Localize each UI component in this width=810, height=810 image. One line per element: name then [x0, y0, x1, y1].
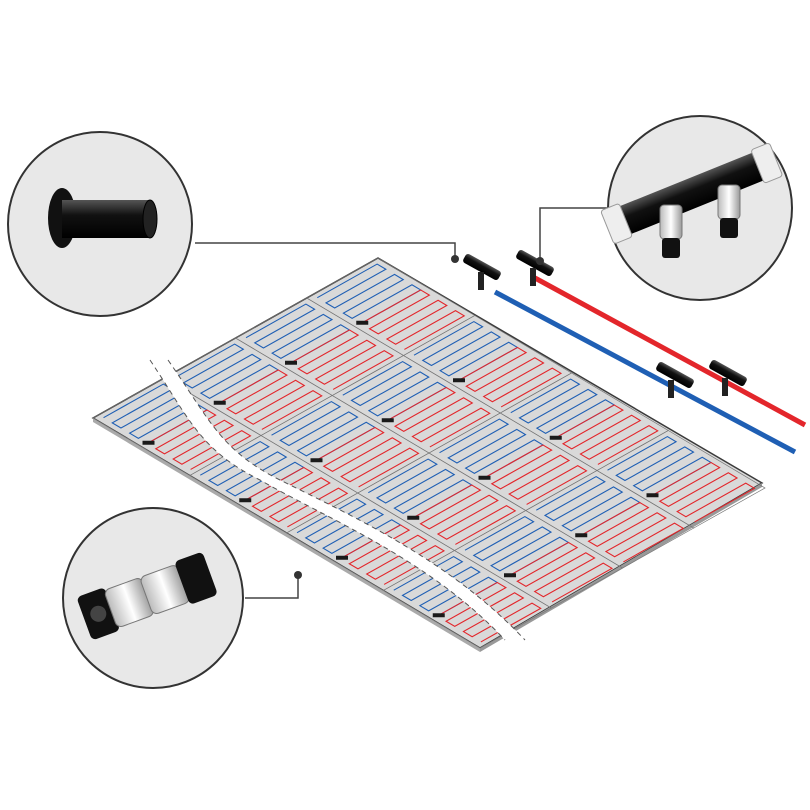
- section-cut-band: [150, 360, 525, 640]
- leader-manifold: [539, 207, 609, 260]
- pipe-coupling: [504, 573, 516, 578]
- tee-fitting: [709, 360, 747, 396]
- supply-loop: [314, 426, 420, 488]
- leader-dot: [536, 257, 544, 265]
- leader-dot: [294, 571, 302, 579]
- coupling-icon: [77, 552, 217, 640]
- supply-loop: [386, 386, 491, 448]
- leader-end-cap: [195, 242, 456, 258]
- manifold-icon: [600, 142, 783, 258]
- floor-slab-edge: [93, 418, 480, 652]
- pipe-coupling: [213, 400, 226, 405]
- supply-loop: [482, 444, 588, 505]
- floor-panel: [596, 430, 766, 529]
- supply-loop: [360, 289, 466, 350]
- pipe-coupling: [432, 613, 445, 618]
- return-loop: [368, 458, 473, 520]
- pipe-coupling: [453, 378, 465, 383]
- pipe-coupling: [285, 360, 297, 365]
- manifold-tees: [463, 250, 747, 398]
- supply-loop: [457, 346, 563, 408]
- return-loop: [342, 360, 448, 422]
- pipe-coupling: [381, 418, 394, 423]
- supply-loop: [218, 369, 323, 430]
- callout-coupling[interactable]: [62, 507, 244, 689]
- tee-fitting: [463, 254, 501, 290]
- pipe-coupling: [407, 515, 420, 520]
- return-loop: [439, 418, 545, 480]
- tee-fitting: [656, 362, 694, 398]
- return-loop: [510, 378, 616, 440]
- leader-lines: [195, 207, 609, 599]
- return-loop: [296, 498, 402, 560]
- supply-loop: [411, 484, 517, 545]
- supply-loop: [243, 466, 349, 528]
- supply-loop: [554, 404, 659, 465]
- end-cap-icon: [48, 188, 158, 248]
- pipe-coupling: [142, 440, 155, 445]
- pipe-coupling: [646, 493, 659, 498]
- return-loop: [393, 555, 499, 617]
- pipe-coupling: [336, 555, 348, 560]
- pipe-coupling: [478, 475, 491, 480]
- return-loop: [200, 440, 305, 502]
- return-loop: [317, 263, 422, 325]
- pipe-coupling: [239, 498, 252, 503]
- return-loop: [464, 515, 570, 577]
- pipe-coupling: [575, 533, 588, 538]
- cut-line-left: [149, 359, 506, 641]
- pipe-coupling: [356, 320, 369, 325]
- pipe-coupling: [549, 435, 562, 440]
- return-pipe: [493, 289, 797, 455]
- return-loop: [271, 400, 377, 462]
- pipe-coupling: [310, 458, 323, 463]
- callout-end-cap[interactable]: [7, 131, 193, 317]
- supply-loop: [340, 524, 446, 585]
- callout-manifold[interactable]: [600, 115, 793, 301]
- leader-coupling: [245, 576, 299, 599]
- supply-loop: [146, 409, 252, 470]
- return-loop: [245, 303, 351, 365]
- leader-dot: [451, 255, 459, 263]
- return-loop: [174, 343, 280, 405]
- cut-line-right: [167, 359, 526, 641]
- supply-pipe: [533, 275, 807, 428]
- tee-fitting: [516, 250, 554, 286]
- return-loop: [413, 320, 519, 382]
- supply-loop: [579, 501, 685, 563]
- supply-loop: [289, 329, 395, 390]
- supply-loop: [650, 461, 756, 523]
- supply-loop: [508, 541, 614, 603]
- supply-loop: [437, 581, 542, 643]
- return-loop: [536, 475, 641, 537]
- return-loop: [607, 435, 713, 497]
